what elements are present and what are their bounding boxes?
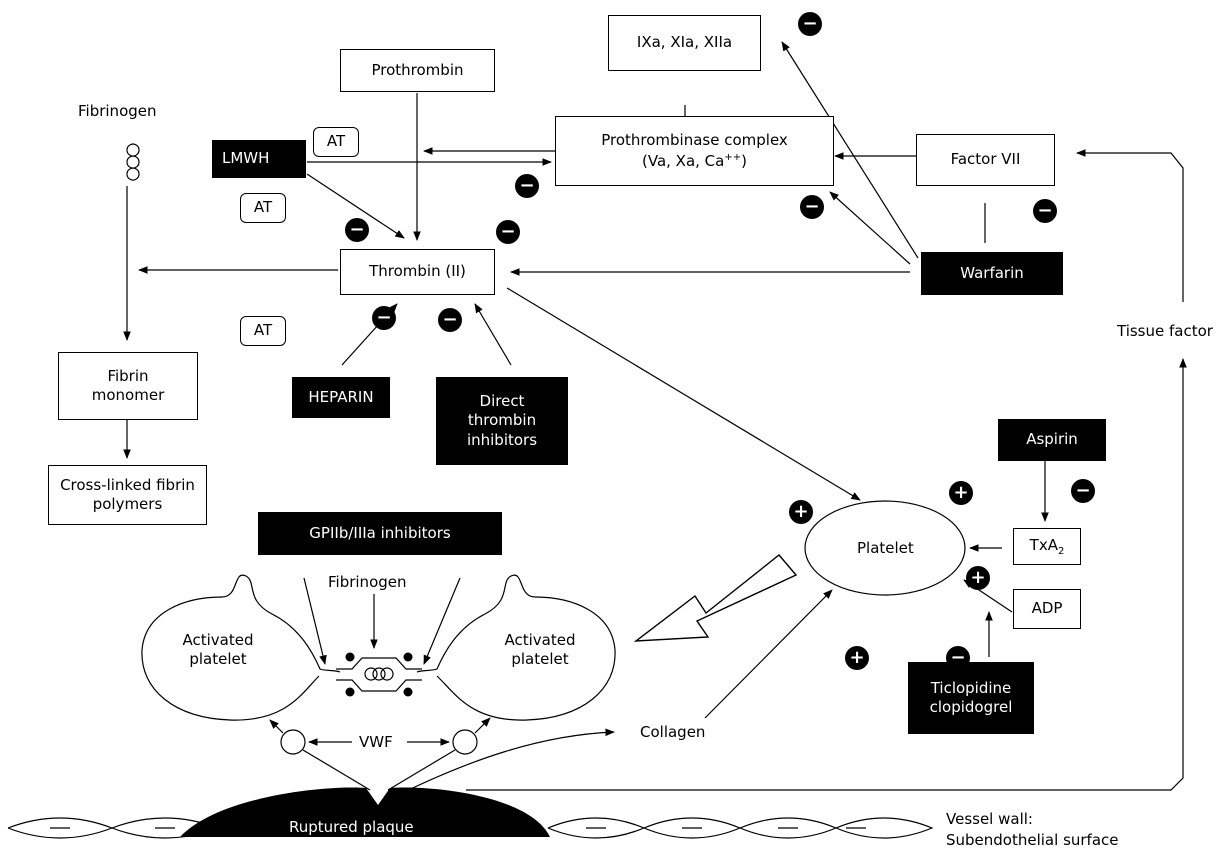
- ixa-xia-xiia-box: IXa, XIa, XIIa: [608, 15, 761, 71]
- plus-badge-thrombin-platelet: +: [789, 500, 813, 524]
- vwf-right-circle: [452, 729, 478, 755]
- ixa-xia-xiia-text: IXa, XIa, XIIa: [636, 33, 733, 52]
- arrow-collagen-to-platelet: [704, 589, 833, 719]
- arrow-warfarin-to-ixa: [781, 41, 919, 259]
- gpiib-text: GPIIb/IIIa inhibitors: [309, 523, 451, 542]
- plus-badge-txa2: +: [966, 566, 990, 590]
- ticlopidine-box: Ticlopidine clopidogrel: [908, 662, 1034, 734]
- activated-platelet-right-label: Activated platelet: [504, 631, 576, 668]
- warfarin-box: Warfarin: [921, 252, 1063, 295]
- arrow-tissuefactor-to-factorvii: [1076, 149, 1184, 302]
- plus-badge-collagen: +: [845, 646, 869, 670]
- arrow-gpiib-left: [303, 577, 327, 665]
- prothrombinase-line2-text: (Va, Xa, Ca: [642, 151, 725, 170]
- factor-vii-text: Factor VII: [950, 150, 1021, 169]
- heparin-text: HEPARIN: [308, 387, 374, 406]
- cross-linked-box: Cross-linked fibrin polymers: [48, 465, 207, 525]
- minus-badge-ixa: −: [798, 12, 822, 36]
- prothrombinase-line1: Prothrombinase complex: [601, 131, 788, 149]
- collagen-label: Collagen: [640, 723, 706, 741]
- cross-linked-text: Cross-linked fibrin polymers: [60, 475, 195, 514]
- warfarin-text: Warfarin: [960, 263, 1024, 282]
- fibrinogen-bridge: [336, 657, 422, 692]
- txa2-box: TxA2: [1013, 528, 1081, 565]
- txa2-main: TxA: [1029, 535, 1058, 554]
- factor-vii-box: Factor VII: [916, 134, 1055, 186]
- thrombin-box: Thrombin (II): [340, 249, 495, 295]
- direct-thrombin-text: Direct thrombin inhibitors: [466, 391, 538, 449]
- txa2-sub: 2: [1057, 545, 1065, 557]
- arrow-tissuefactor-from-vessel: [466, 358, 1187, 791]
- prothrombin-text: Prothrombin: [371, 60, 464, 79]
- fibrinogen-mid-label: Fibrinogen: [328, 573, 407, 591]
- activated-platelet-left-shape: [141, 574, 341, 721]
- minus-badge-heparin: −: [372, 306, 396, 330]
- arrow-thrombin-to-platelet: [506, 287, 861, 501]
- hollow-arrow: [633, 554, 798, 642]
- arrow-warfarin-to-prothrombinase: [829, 191, 911, 265]
- at-top-text: AT: [326, 132, 346, 151]
- direct-thrombin-box: Direct thrombin inhibitors: [436, 377, 568, 465]
- aspirin-text: Aspirin: [1026, 430, 1078, 449]
- arrow-vwf-left-up: [269, 719, 284, 734]
- arrow-vwf-right-up: [474, 717, 491, 734]
- ruptured-plaque-shape: [180, 787, 550, 837]
- at-mid-text: AT: [253, 198, 273, 217]
- vessel-wall-label: Vessel wall:: [946, 810, 1033, 828]
- fibrin-monomer-box: Fibrin monomer: [58, 352, 198, 420]
- at-low-box: AT: [240, 316, 286, 346]
- minus-badge-thrombin-right: −: [496, 220, 520, 244]
- platelet-shape: [804, 500, 966, 596]
- plus-badge-platelet-top: +: [949, 481, 973, 505]
- line-plaque-to-vwf-left: [302, 749, 371, 791]
- at-mid-box: AT: [240, 193, 286, 223]
- minus-badge-ticlopidine: −: [946, 646, 970, 670]
- ruptured-plaque-label: Ruptured plaque: [289, 818, 414, 836]
- fibrinogen-top-label: Fibrinogen: [78, 102, 157, 120]
- vwf-left-circle: [280, 729, 306, 755]
- gpiib-box: GPIIb/IIIa inhibitors: [258, 512, 502, 555]
- vwf-label: VWF: [359, 733, 393, 751]
- thrombin-text: Thrombin (II): [369, 262, 466, 281]
- aspirin-box: Aspirin: [998, 419, 1106, 461]
- subendothelial-label: Subendothelial surface: [946, 831, 1119, 849]
- arrow-plaque-to-collagen: [397, 728, 615, 796]
- activated-platelet-left-label: Activated platelet: [182, 631, 254, 668]
- lmwh-text: LMWH: [222, 149, 270, 168]
- fibrin-monomer-text: Fibrin monomer: [91, 366, 165, 405]
- platelet-label: Platelet: [857, 539, 914, 557]
- adp-text: ADP: [1031, 599, 1063, 618]
- arrow-dti-to-thrombin: [474, 303, 512, 366]
- at-low-text: AT: [253, 321, 273, 340]
- prothrombin-box: Prothrombin: [340, 49, 495, 92]
- heparin-box: HEPARIN: [292, 377, 390, 418]
- fibrinogen-coil-icon: [126, 143, 140, 181]
- arrow-gpiib-right: [423, 577, 461, 665]
- txa2-text: TxA2: [1030, 536, 1065, 558]
- minus-badge-dti: −: [438, 308, 462, 332]
- minus-badge-factorvii: −: [1033, 199, 1057, 223]
- ticlopidine-text: Ticlopidine clopidogrel: [929, 678, 1013, 717]
- minus-badge-lmwh-thrombin: −: [345, 218, 369, 242]
- at-top-box: AT: [313, 127, 359, 157]
- minus-badge-warfarin-prothrombinase: −: [800, 195, 824, 219]
- line-plaque-to-vwf-right: [387, 749, 456, 791]
- tissue-factor-label: Tissue factor: [1117, 322, 1213, 340]
- minus-badge-prothrombinase: −: [515, 174, 539, 198]
- prothrombinase-sup: ++: [724, 151, 742, 163]
- lmwh-box: LMWH: [212, 140, 306, 178]
- adp-box: ADP: [1013, 589, 1081, 629]
- arrow-lmwh-to-thrombin: [306, 173, 405, 239]
- prothrombinase-line2: (Va, Xa, Ca++): [642, 151, 747, 172]
- minus-badge-aspirin: −: [1071, 479, 1095, 503]
- prothrombinase-close: ): [741, 151, 747, 170]
- prothrombinase-box: Prothrombinase complex (Va, Xa, Ca++): [555, 116, 834, 186]
- activated-platelet-right-shape: [416, 574, 616, 721]
